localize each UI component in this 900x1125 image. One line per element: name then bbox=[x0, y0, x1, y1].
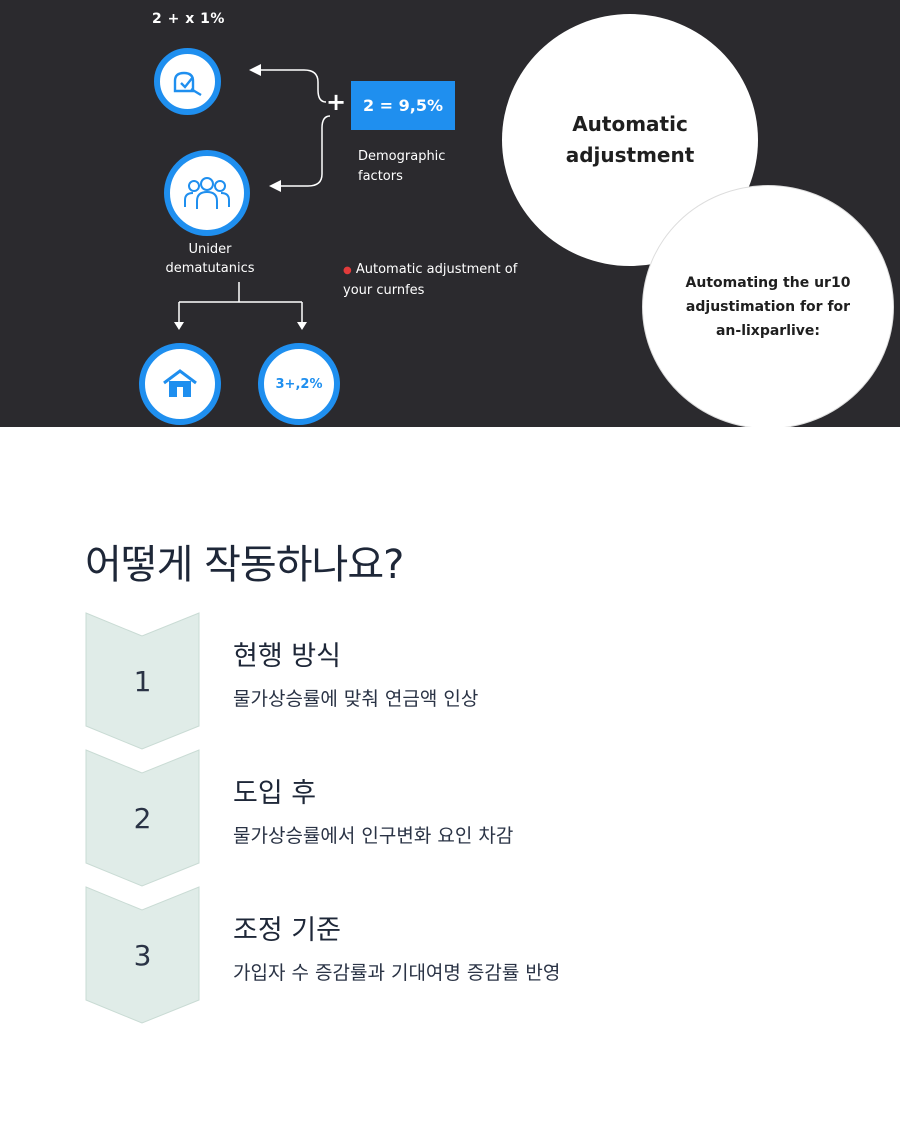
secondary-concept-text: Automating the ur10 adjustimation for fo… bbox=[685, 275, 851, 339]
bullet-note-text: Automatic adjustment of your curnfes bbox=[343, 262, 518, 298]
step-1-chevron bbox=[85, 612, 200, 750]
demographic-factors-label: Demographic factors bbox=[358, 149, 446, 184]
main-concept-text: Automatic adjustment bbox=[565, 112, 695, 167]
bullet-dot-icon: ● bbox=[343, 265, 352, 276]
plus-sign: + bbox=[326, 88, 347, 116]
section-title: 어떻게 작동하나요? bbox=[85, 542, 404, 588]
bullet-note: ● Automatic adjustment of your curnfes bbox=[343, 260, 543, 301]
flow-connectors bbox=[174, 64, 331, 330]
step-3-number: 3 bbox=[133, 938, 152, 972]
step-3: 3 조정 기준 가입자 수 증감률과 기대여명 증감률 반영 bbox=[85, 886, 785, 1024]
percent-badge: 3+,2% bbox=[258, 343, 340, 425]
step-2-number: 2 bbox=[133, 801, 152, 835]
step-3-chevron bbox=[85, 886, 200, 1024]
formula-result-box: 2 = 9,5% bbox=[351, 81, 455, 130]
secondary-concept-circle: Automating the ur10 adjustimation for fo… bbox=[642, 185, 894, 427]
step-1-description: 물가상승률에 맞춰 연금액 인상 bbox=[233, 688, 479, 710]
step-1: 1 현행 방식 물가상승률에 맞춰 연금액 인상 bbox=[85, 612, 785, 750]
step-2-description: 물가상승률에서 인구변화 요인 차감 bbox=[233, 825, 514, 847]
step-3-title: 조정 기준 bbox=[233, 915, 341, 946]
house-icon bbox=[139, 343, 221, 425]
step-1-number: 1 bbox=[133, 664, 152, 698]
arrow-to-people-icon bbox=[269, 115, 331, 192]
step-2-title: 도입 후 bbox=[233, 778, 317, 809]
formula-top: 2 + x 1% bbox=[152, 11, 225, 27]
people-group-icon bbox=[164, 150, 250, 236]
under-label: Unider dematutanics bbox=[165, 242, 255, 276]
step-2-chevron bbox=[85, 749, 200, 887]
person-check-icon bbox=[154, 48, 221, 115]
tree-arrowheads bbox=[174, 322, 307, 330]
step-1-title: 현행 방식 bbox=[233, 641, 341, 672]
tree-lines bbox=[178, 282, 303, 324]
hero-panel: 2 + x 1% + 2 = 9,5% Demographic factors … bbox=[0, 0, 900, 427]
arrow-to-top-icon bbox=[249, 64, 327, 103]
step-3-description: 가입자 수 증감률과 기대여명 증감률 반영 bbox=[233, 962, 561, 984]
step-2: 2 도입 후 물가상승률에서 인구변화 요인 차감 bbox=[85, 749, 785, 887]
